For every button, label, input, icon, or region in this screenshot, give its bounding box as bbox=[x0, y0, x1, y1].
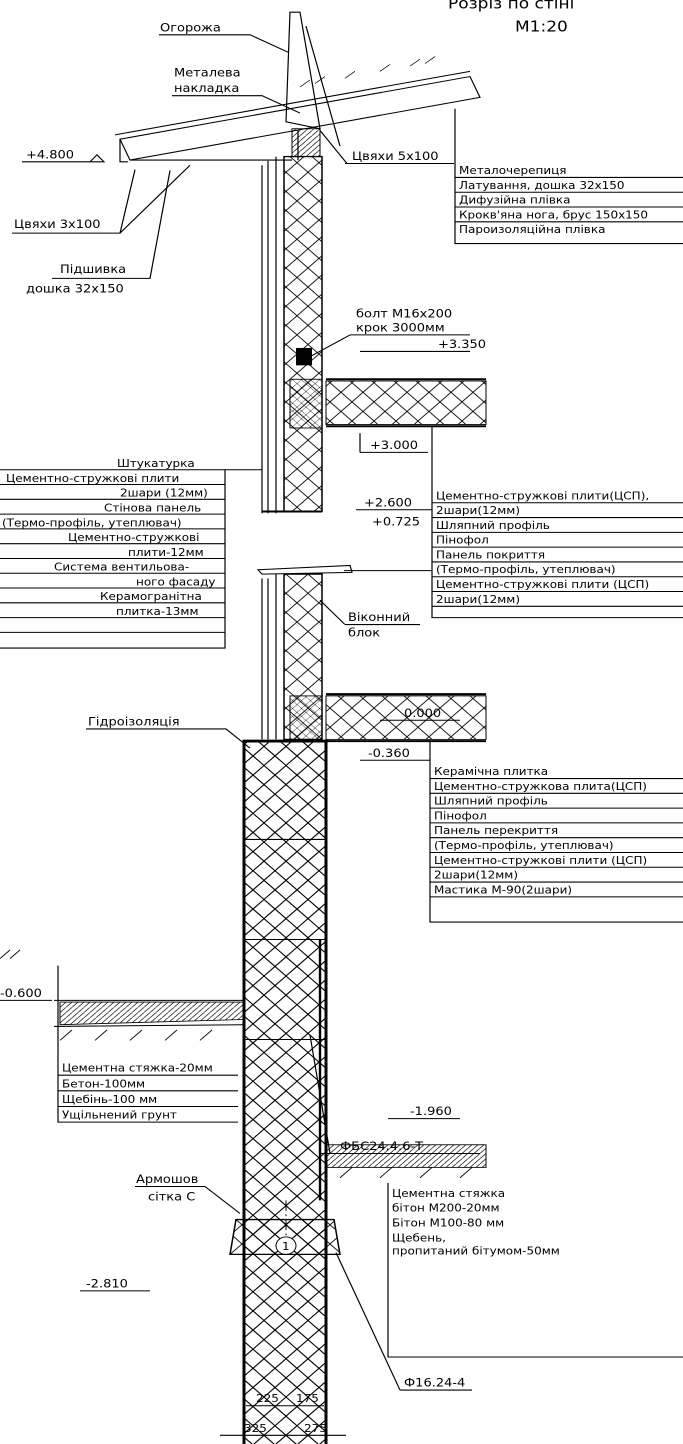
level-3000: +3.000 bbox=[370, 439, 418, 452]
dim-325: 325 bbox=[244, 1423, 267, 1435]
roof-layer-1: Металочерепиця bbox=[459, 165, 566, 177]
dim-225: 225 bbox=[256, 1393, 279, 1405]
blind-layer-1: Цементна стяжка-20мм bbox=[62, 1062, 213, 1074]
floor-ground-9: Мастика М-90(2шари) bbox=[434, 884, 572, 896]
roof-layer-5: Пароизоляційна плівка bbox=[459, 224, 605, 236]
label-soffit-2: дошка 32х150 bbox=[26, 282, 124, 295]
blind-layer-3: Щебінь-100 мм bbox=[62, 1094, 157, 1106]
floor-upper-4: Пінофол bbox=[436, 534, 489, 546]
blind-area bbox=[0, 949, 245, 1041]
level-3350: +3.350 bbox=[438, 338, 486, 351]
roof-layer-2: Латування, дошка 32х150 bbox=[459, 179, 625, 191]
wall-layer-7: плити-12мм bbox=[128, 547, 204, 559]
dimension-lines bbox=[220, 1405, 346, 1436]
wall-layer-4: Стінова панель bbox=[104, 502, 201, 514]
floor-ground-6: (Термо-профіль, утеплювач) bbox=[434, 840, 614, 852]
level-m2810: -2.810 bbox=[86, 1277, 128, 1290]
bolt-line1: болт М16х200 bbox=[356, 307, 452, 320]
wall-layer-10: Керамогранітна bbox=[100, 591, 202, 603]
window-line1: Віконний bbox=[348, 611, 410, 624]
mesh-line2: сітка С bbox=[148, 1190, 195, 1203]
leader-lines bbox=[0, 34, 683, 1391]
title-line1: Розріз по стіні bbox=[448, 0, 574, 12]
blind-layer-4: Ущільнений грунт bbox=[62, 1109, 177, 1121]
level-m1960: -1.960 bbox=[410, 1105, 452, 1118]
basement-layer-2: бітон М200-20мм bbox=[392, 1202, 500, 1214]
window-line2: блок bbox=[348, 627, 380, 640]
label-nails-5x100: Цвяхи 5х100 bbox=[352, 150, 439, 163]
floor-upper-7: Цементно-стружкові плити (ЦСП) bbox=[436, 579, 649, 591]
level-0725: +0.725 bbox=[372, 515, 420, 528]
basement-layer-3: Бітон М100-80 мм bbox=[392, 1217, 504, 1229]
level-4800: +4.800 bbox=[26, 148, 74, 161]
axis-label: 1 bbox=[282, 1241, 290, 1253]
wall-layer-3: 2шари (12мм) bbox=[120, 487, 208, 499]
wall-layer-6: Цементно-стружкові bbox=[68, 532, 199, 544]
roof-layer-4: Крокв'яна нога, брус 150х150 bbox=[459, 209, 648, 221]
floor-upper-2: 2шари(12мм) bbox=[436, 505, 520, 517]
floor-upper-5: Панель покриття bbox=[436, 549, 545, 561]
floor-ground-4: Пінофол bbox=[434, 810, 487, 822]
label-metal-cover-1: Металева bbox=[174, 66, 241, 79]
foundation-fill bbox=[244, 741, 326, 1444]
roof-structure bbox=[114, 11, 481, 163]
label-fence: Огорожа bbox=[160, 21, 221, 34]
label-nails-3x100: Цвяхи 3х100 bbox=[14, 218, 101, 231]
label-soffit-1: Підшивка bbox=[60, 263, 126, 276]
floor-ground-3: Шляпний профіль bbox=[434, 795, 548, 807]
axis-bubble bbox=[275, 1236, 297, 1255]
level-m0600: -0.600 bbox=[0, 987, 42, 1000]
upper-wall-panel bbox=[261, 155, 323, 514]
floor-upper-3: Шляпний профіль bbox=[436, 520, 550, 532]
floor-upper-8: 2шари(12мм) bbox=[436, 594, 520, 606]
foundation-outline bbox=[242, 739, 328, 1444]
basement-layer-5: пропитаний бітумом-50мм bbox=[392, 1245, 560, 1257]
ground-floor-slab bbox=[289, 693, 487, 743]
mesh-line1: Армошов bbox=[136, 1173, 198, 1186]
floor-ground-5: Панель перекриття bbox=[434, 825, 558, 837]
upper-floor-slab bbox=[289, 378, 487, 429]
basement-floor bbox=[325, 1144, 487, 1179]
label-waterproofing: Гідроізоляція bbox=[88, 715, 180, 728]
basement-layer-4: Щебень, bbox=[392, 1232, 446, 1244]
dim-275: 275 bbox=[304, 1423, 327, 1435]
level-0000: 0.000 bbox=[404, 707, 441, 720]
wall-layer-8: Система вентильова- bbox=[54, 561, 189, 573]
floor-ground-1: Керамічна плитка bbox=[434, 766, 548, 778]
level-m0360: -0.360 bbox=[368, 747, 410, 760]
label-footing: Ф16.24-4 bbox=[404, 1376, 466, 1389]
wall-layer-9: ного фасаду bbox=[136, 576, 216, 588]
title-line2: М1:20 bbox=[515, 17, 568, 35]
wall-layer-11: плитка-13мм bbox=[116, 606, 199, 618]
roof-layer-3: Дифузійна плівка bbox=[459, 194, 570, 206]
floor-ground-8: 2шари(12мм) bbox=[434, 869, 518, 881]
basement-layer-1: Цементна стяжка bbox=[392, 1188, 505, 1200]
floor-upper-6: (Термо-профіль, утеплювач) bbox=[436, 564, 616, 576]
wall-layer-5: (Термо-профіль, утеплювач) bbox=[2, 517, 182, 529]
bolt-line2: крок 3000мм bbox=[356, 321, 445, 334]
wall-layer-2: Цементно-стружкові плити bbox=[6, 473, 179, 485]
level-2600: +2.600 bbox=[364, 496, 412, 509]
blind-layer-2: Бетон-100мм bbox=[62, 1078, 145, 1090]
floor-upper-1: Цементно-стружкові плити(ЦСП), bbox=[436, 490, 649, 502]
floor-ground-7: Цементно-стружкові плити (ЦСП) bbox=[434, 855, 647, 867]
floor-ground-2: Цементно-стружкова плита(ЦСП) bbox=[434, 781, 647, 793]
dim-175: 175 bbox=[296, 1393, 319, 1405]
wall-layer-1: Штукатурка bbox=[117, 458, 195, 470]
label-fbs-block: ФБС24.4.6-Т bbox=[340, 1140, 424, 1153]
level-markers bbox=[0, 154, 470, 1292]
label-metal-cover-2: накладка bbox=[174, 82, 239, 95]
